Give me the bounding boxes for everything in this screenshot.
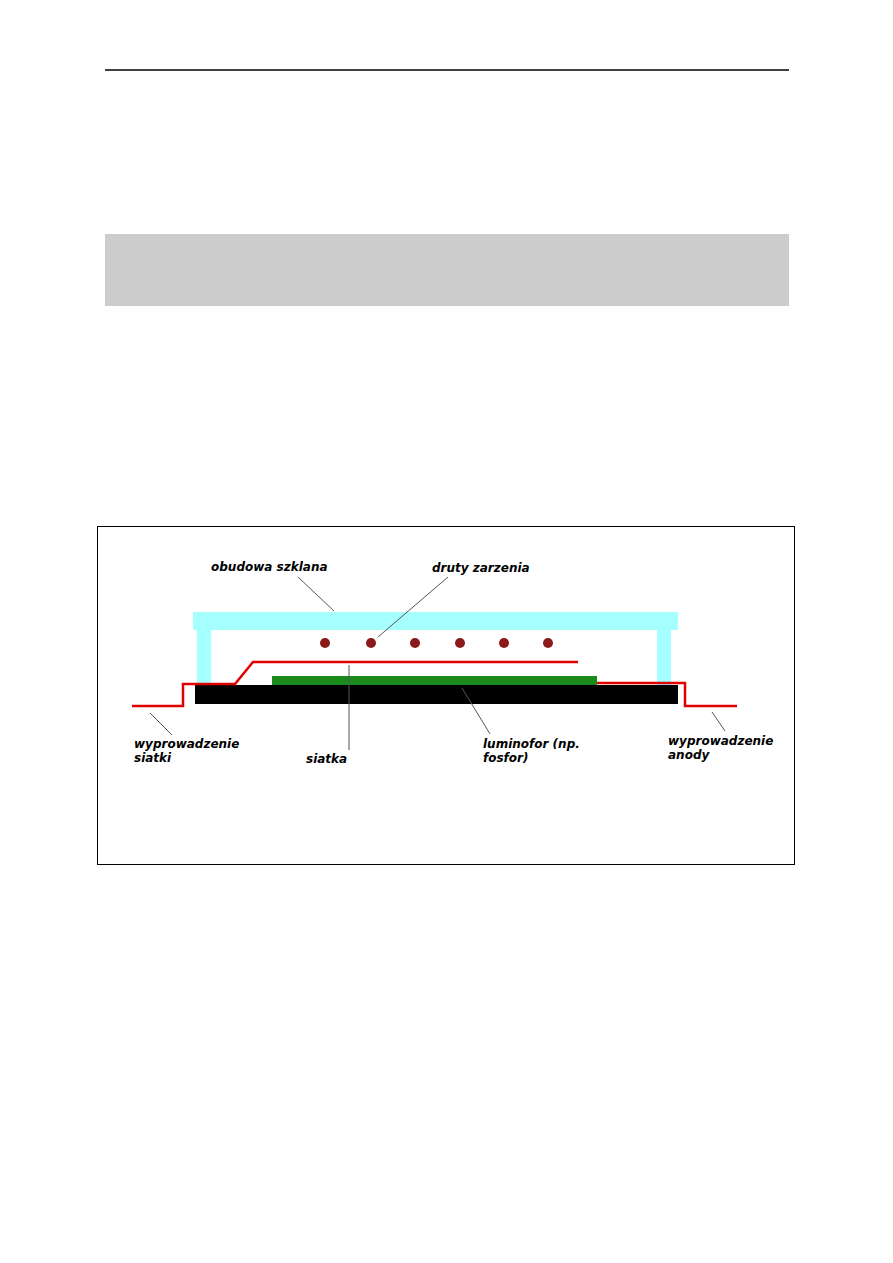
grid-lead-label: wyprowadzenie siatki: [134, 737, 246, 765]
glass-housing: [193, 612, 678, 685]
figure-frame: [98, 527, 795, 865]
anode-lead-label: wyprowadzenie anody: [668, 734, 786, 762]
housing-label: obudowa szklana: [211, 560, 328, 574]
glass-leg: [197, 630, 211, 685]
anode-lead: [597, 683, 737, 706]
filament-label: druty zarzenia: [432, 561, 530, 575]
filament-wires: [320, 638, 553, 648]
grid-label: siatka: [306, 752, 347, 766]
phosphor-anode: [272, 676, 597, 685]
leader-lines: [150, 577, 725, 750]
header-rule: [105, 69, 789, 71]
glass-leg: [657, 630, 671, 685]
phosphor-label: luminofor (np. fosfor): [483, 737, 583, 765]
substrate: [195, 685, 678, 704]
grid-wire: [132, 662, 578, 706]
glass-top: [193, 612, 678, 630]
grey-bar: [105, 234, 789, 306]
